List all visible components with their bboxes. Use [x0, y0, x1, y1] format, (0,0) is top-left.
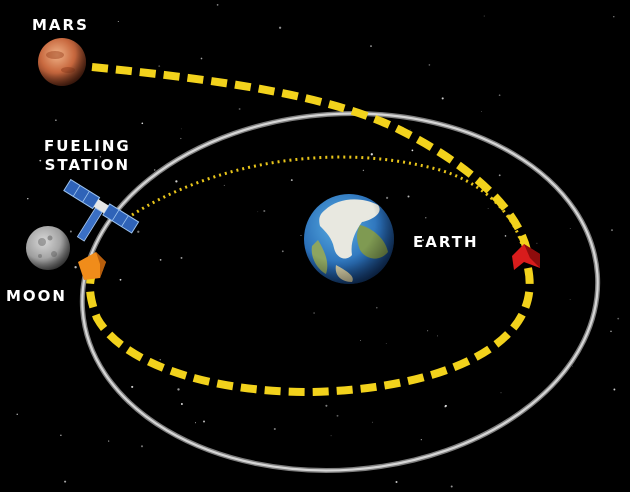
- fueling-station-satellite-icon: [63, 178, 140, 242]
- star: [395, 480, 398, 484]
- star: [569, 299, 571, 301]
- star: [481, 111, 482, 112]
- star: [409, 129, 411, 131]
- star: [140, 445, 144, 448]
- star: [498, 174, 501, 177]
- star: [450, 485, 453, 488]
- star: [273, 427, 276, 431]
- star: [362, 169, 365, 172]
- return-trajectory: [85, 267, 534, 397]
- star: [263, 209, 266, 213]
- mars-label: MARS: [32, 16, 89, 34]
- star: [16, 413, 18, 415]
- star: [610, 330, 612, 333]
- star: [290, 179, 293, 182]
- fueling-station-label: FUELING STATION: [44, 137, 131, 175]
- moon-label: MOON: [6, 287, 67, 305]
- star: [137, 230, 140, 233]
- star: [60, 434, 62, 436]
- star: [180, 137, 182, 140]
- star: [613, 388, 616, 391]
- star: [177, 388, 180, 391]
- star: [200, 57, 203, 60]
- star: [385, 343, 387, 345]
- star: [386, 196, 389, 199]
- star: [611, 229, 613, 232]
- orbit-ring-highlight: [81, 112, 599, 472]
- star: [141, 122, 144, 125]
- star: [428, 64, 431, 66]
- star: [180, 256, 183, 259]
- star: [370, 153, 373, 156]
- star: [158, 65, 161, 67]
- star: [536, 242, 538, 244]
- orange-spacecraft-icon: [78, 252, 106, 280]
- star: [483, 15, 485, 17]
- star: [572, 365, 574, 367]
- star: [613, 16, 615, 18]
- star: [441, 97, 444, 100]
- star: [278, 26, 282, 29]
- star: [203, 420, 205, 423]
- star: [425, 217, 427, 219]
- star: [420, 439, 422, 441]
- star: [238, 108, 241, 110]
- star: [444, 404, 447, 407]
- star: [427, 330, 429, 332]
- moon-icon: [26, 226, 70, 270]
- star: [498, 94, 501, 97]
- star: [131, 385, 134, 388]
- star: [336, 414, 339, 417]
- star: [504, 235, 507, 237]
- star: [27, 198, 29, 200]
- star: [436, 335, 439, 337]
- star: [281, 250, 284, 253]
- star: [74, 266, 77, 269]
- star: [181, 128, 182, 130]
- star: [99, 156, 102, 158]
- star: [159, 359, 161, 361]
- star: [119, 278, 122, 281]
- star: [69, 230, 72, 233]
- star: [325, 404, 328, 407]
- star: [153, 169, 156, 171]
- star: [180, 403, 183, 405]
- fueling-station-label-line2: STATION: [44, 156, 131, 174]
- star: [300, 235, 302, 237]
- star: [64, 480, 67, 483]
- star: [407, 195, 410, 198]
- star: [257, 211, 259, 213]
- fueling-station-label-line1: FUELING: [44, 137, 131, 155]
- star: [223, 184, 225, 186]
- star: [117, 20, 119, 23]
- mars-planet-icon: [38, 38, 86, 86]
- star: [487, 207, 489, 209]
- mars-trajectory: [91, 63, 532, 256]
- star: [569, 228, 571, 229]
- star: [194, 422, 197, 424]
- star: [422, 239, 424, 242]
- star: [371, 421, 374, 423]
- star: [55, 119, 57, 121]
- star: [39, 159, 42, 162]
- earth-planet-icon: [304, 194, 394, 284]
- star: [376, 306, 378, 309]
- star: [360, 340, 361, 341]
- star: [617, 317, 620, 320]
- star: [159, 259, 162, 261]
- dotted-orbit-path: [131, 155, 524, 246]
- star: [216, 4, 219, 6]
- star: [313, 312, 315, 314]
- star: [370, 45, 372, 48]
- red-spacecraft-marker-icon: [512, 244, 540, 270]
- star: [500, 392, 502, 394]
- star: [411, 149, 414, 152]
- star: [175, 180, 178, 183]
- star: [330, 435, 332, 437]
- star: [108, 440, 110, 442]
- earth-label: EARTH: [413, 233, 479, 251]
